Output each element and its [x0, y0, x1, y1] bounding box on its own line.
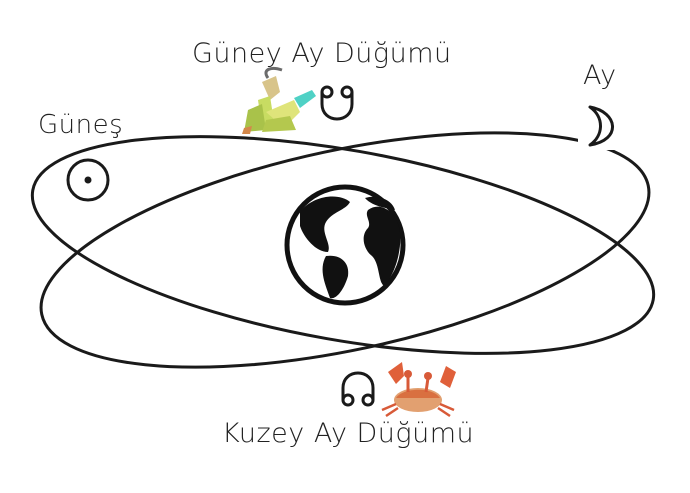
ecliptic-orbit [30, 135, 656, 355]
crescent-moon-icon [588, 105, 614, 147]
north-node-symbol-icon [341, 371, 375, 407]
south-node-symbol-icon [320, 85, 354, 121]
globe-icon [284, 184, 406, 306]
north-node-label: Kuzey Ay Düğümü [222, 418, 475, 449]
cancer-crab-icon [381, 362, 456, 418]
sun-symbol-icon [66, 158, 110, 202]
moon-label: Ay [583, 60, 617, 91]
sun-label: Güneş [38, 110, 124, 140]
moon-orbit [39, 131, 651, 369]
south-node-label: Güney Ay Düğümü [192, 38, 452, 69]
capricorn-sea-goat-icon [242, 66, 316, 134]
